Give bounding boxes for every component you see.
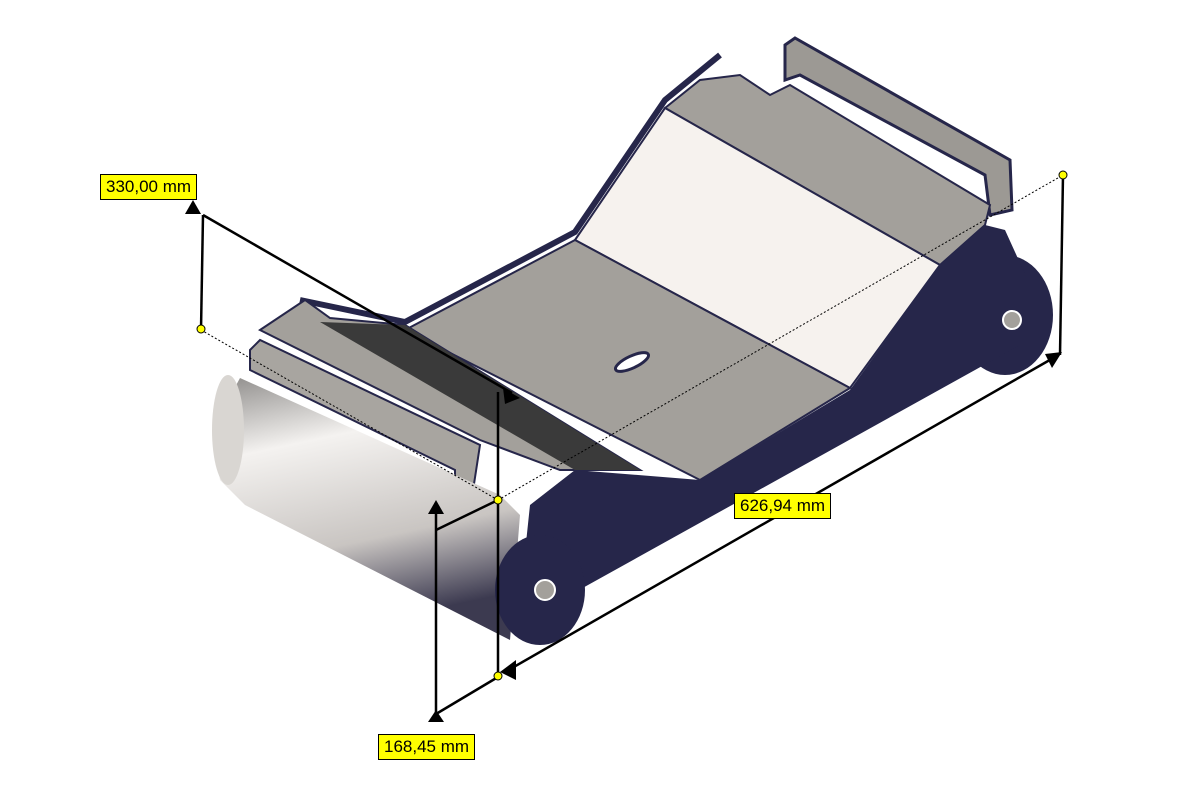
dimension-label-length[interactable]: 626,94 mm [734, 493, 832, 519]
dark-band [320, 322, 640, 470]
roller [212, 378, 520, 640]
side-frame-right [520, 225, 1030, 600]
axle-bolt [534, 579, 556, 601]
side-frame-left [299, 52, 722, 326]
rear-handle [783, 36, 1014, 217]
dimension-points [196, 170, 1068, 681]
dimension-label-width[interactable]: 330,00 mm [100, 174, 198, 200]
dimension-arrows [185, 200, 1062, 722]
axle-bolt-rear [1002, 310, 1022, 330]
floor-slot [613, 351, 651, 373]
roller-end [212, 375, 244, 485]
dimension-label-height[interactable]: 168,45 mm [378, 734, 476, 760]
